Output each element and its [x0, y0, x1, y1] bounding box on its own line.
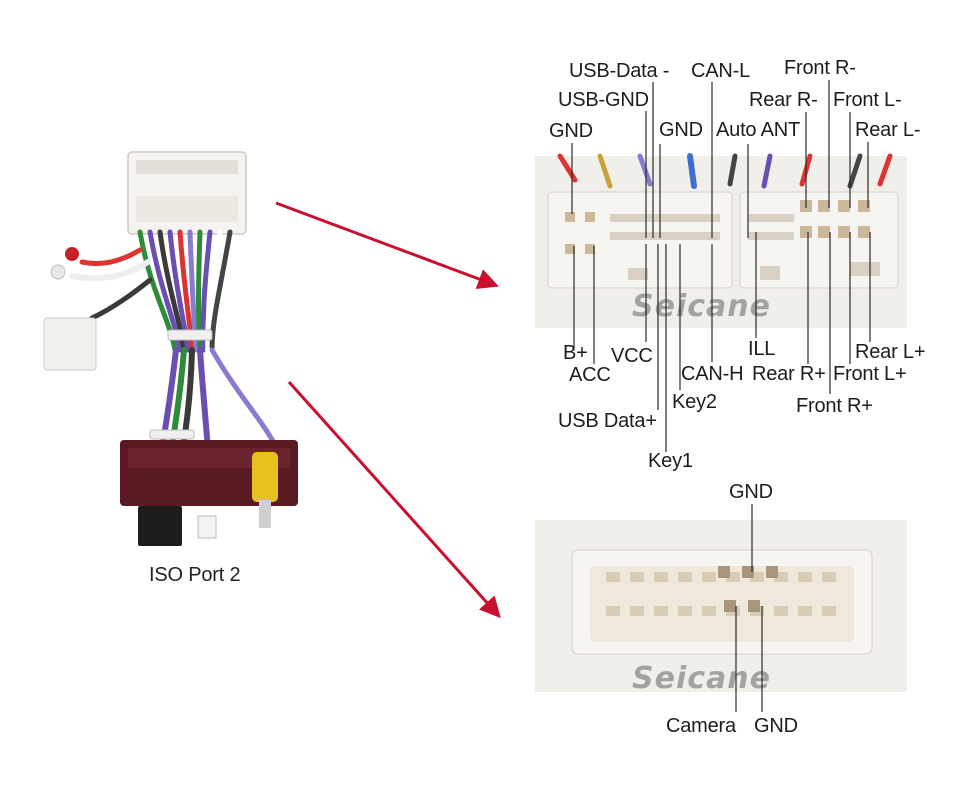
bottom-connector-photo: Seicane — [535, 520, 907, 696]
iso-plug — [138, 506, 182, 546]
label-usb-data-minus: USB-Data - — [569, 60, 670, 82]
label-can-l: CAN-L — [691, 60, 751, 82]
watermark-top: Seicane — [632, 289, 771, 324]
label-gnd-bottom: GND — [754, 715, 798, 737]
label-acc: ACC — [569, 364, 611, 386]
rca-white-plug — [50, 264, 66, 280]
top-connector-photo: Seicane — [535, 153, 907, 328]
wire-harness-photo — [43, 151, 298, 546]
label-auto-ant: Auto ANT — [716, 119, 800, 141]
rca-yellow-plug — [252, 452, 278, 502]
arrow-to-top-connector — [275, 201, 499, 289]
top-leader-lines — [571, 80, 871, 452]
label-rear-l-plus: Rear L+ — [855, 341, 926, 363]
rca-red-plug — [65, 247, 79, 261]
bottom-leader-lines — [735, 504, 763, 712]
harness-caption: ISO Port 2 — [149, 564, 241, 586]
label-gnd-top: GND — [729, 481, 773, 503]
arrow-to-bottom-connector — [287, 380, 501, 619]
label-can-h: CAN-H — [681, 363, 744, 385]
label-usb-data-plus: USB Data+ — [558, 410, 657, 432]
label-gnd-mid: GND — [659, 119, 703, 141]
label-key1: Key1 — [648, 450, 693, 472]
label-front-r-plus: Front R+ — [796, 395, 873, 417]
label-rear-r-plus: Rear R+ — [752, 363, 826, 385]
label-rear-l-minus: Rear L- — [855, 119, 921, 141]
label-gnd-left: GND — [549, 120, 593, 142]
label-front-l-plus: Front L+ — [833, 363, 907, 385]
label-key2: Key2 — [672, 391, 717, 413]
label-rear-r-minus: Rear R- — [749, 89, 818, 111]
label-camera: Camera — [666, 715, 736, 737]
label-usb-gnd: USB-GND — [558, 89, 649, 111]
label-vcc: VCC — [611, 345, 653, 367]
label-front-r-minus: Front R- — [784, 57, 856, 79]
label-ill: ILL — [748, 338, 776, 360]
watermark-bottom: Seicane — [632, 661, 771, 696]
small-white-plug — [43, 317, 97, 371]
label-front-l-minus: Front L- — [833, 89, 902, 111]
label-b-plus: B+ — [563, 342, 588, 364]
